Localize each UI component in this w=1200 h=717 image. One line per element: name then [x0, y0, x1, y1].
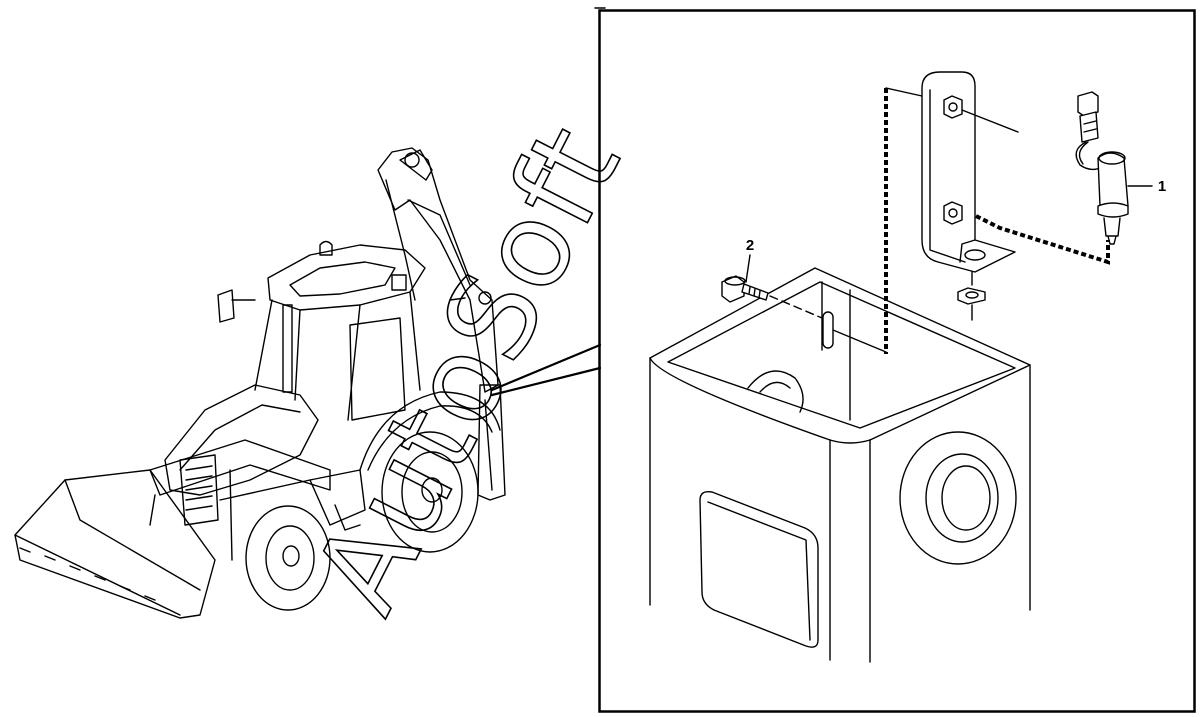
- sensor-bracket: [921, 71, 1016, 273]
- assembly-line-sensor: [975, 214, 1110, 265]
- front-cutout: [699, 490, 819, 648]
- side-pivot-boss: [899, 431, 1017, 565]
- bracket-nut-lower: [943, 201, 963, 225]
- sensor-connector: [1077, 91, 1099, 117]
- detail-leader-lines: [490, 343, 602, 397]
- bolt-head: [721, 275, 745, 303]
- detail-frame: [598, 9, 1196, 713]
- bracket-nut-upper: [943, 95, 963, 119]
- watermark: AutoSoft: [286, 103, 648, 633]
- column-top-outer: [649, 267, 1031, 441]
- callout-1-label: 1: [1158, 178, 1166, 195]
- callout-2-label: 2: [746, 237, 754, 254]
- watermark-text: AutoSoft: [287, 104, 647, 632]
- sensor-mount-detail: 2 1: [649, 71, 1166, 663]
- hex-nut: [957, 287, 986, 305]
- backhoe-loader-overview: [14, 147, 506, 619]
- mounting-slot: [822, 311, 834, 349]
- inner-hole: [747, 370, 804, 413]
